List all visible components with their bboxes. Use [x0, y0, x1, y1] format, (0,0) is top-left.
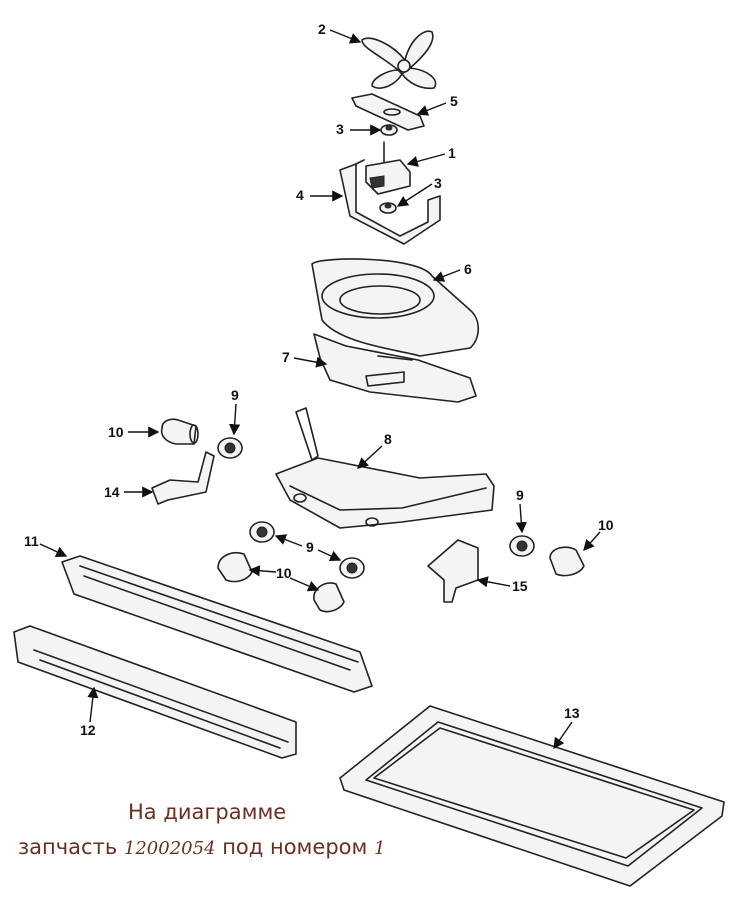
shelf-frame-part	[339, 705, 725, 887]
caption-middle: под номером	[222, 835, 368, 859]
lamp-socket-part-center-right	[339, 557, 365, 579]
callout-8: 8	[384, 431, 392, 447]
callout-11: 11	[24, 533, 39, 549]
callout-13: 13	[564, 705, 580, 721]
baffle-plate-part	[313, 333, 477, 403]
light-shield-part	[61, 555, 373, 693]
light-bulb-part-center-right	[313, 582, 345, 613]
callout-1: 1	[448, 145, 456, 161]
leader-lines	[39, 29, 601, 750]
callout-labels: 2 5 3 1 3 4 6 7 9 10 8 14 9 10 11 9 10 1…	[24, 21, 614, 738]
light-bulb-part-center-left	[217, 552, 253, 583]
callout-14: 14	[104, 484, 120, 500]
callout-15: 15	[512, 578, 528, 594]
light-bulb-part-right	[549, 546, 585, 577]
motor-bracket-part	[339, 159, 441, 245]
fan-blade-part	[361, 30, 437, 90]
fan-motor-part	[365, 141, 411, 195]
light-bulb-part-left	[160, 418, 199, 445]
grommet-part-lower	[379, 202, 397, 214]
callout-7: 7	[282, 349, 290, 365]
callout-9-left: 9	[231, 387, 239, 403]
lamp-socket-part-center-left	[249, 521, 275, 543]
lamp-bracket-part-left	[151, 451, 215, 505]
callout-10-left: 10	[108, 424, 124, 440]
lamp-socket-part-right	[509, 535, 535, 557]
caption-line-2: запчасть 12002054 под номером 1	[18, 835, 385, 859]
lamp-bracket-part-right	[427, 539, 479, 603]
callout-3-upper: 3	[336, 121, 344, 137]
callout-5: 5	[450, 93, 458, 109]
callout-9-center: 9	[306, 539, 314, 555]
callout-4: 4	[296, 187, 304, 203]
caption-prefix: запчасть	[18, 835, 118, 859]
callout-10-right: 10	[598, 517, 614, 533]
callout-10-center: 10	[276, 565, 292, 581]
callout-9-right: 9	[516, 487, 524, 503]
callout-2: 2	[318, 21, 326, 37]
light-lens-part	[13, 625, 297, 759]
housing-cradle-part	[275, 407, 495, 529]
mount-bracket-part	[351, 93, 425, 131]
callout-3-lower: 3	[434, 175, 442, 191]
caption-line-1: На диаграмме	[128, 800, 287, 824]
grommet-part-upper	[380, 124, 398, 136]
part-number-handwritten: 12002054	[123, 838, 216, 859]
item-number-handwritten: 1	[374, 838, 386, 859]
callout-12: 12	[80, 722, 96, 738]
callout-6: 6	[464, 261, 472, 277]
fan-shroud-part	[311, 258, 480, 357]
lamp-socket-part-left	[217, 437, 243, 459]
